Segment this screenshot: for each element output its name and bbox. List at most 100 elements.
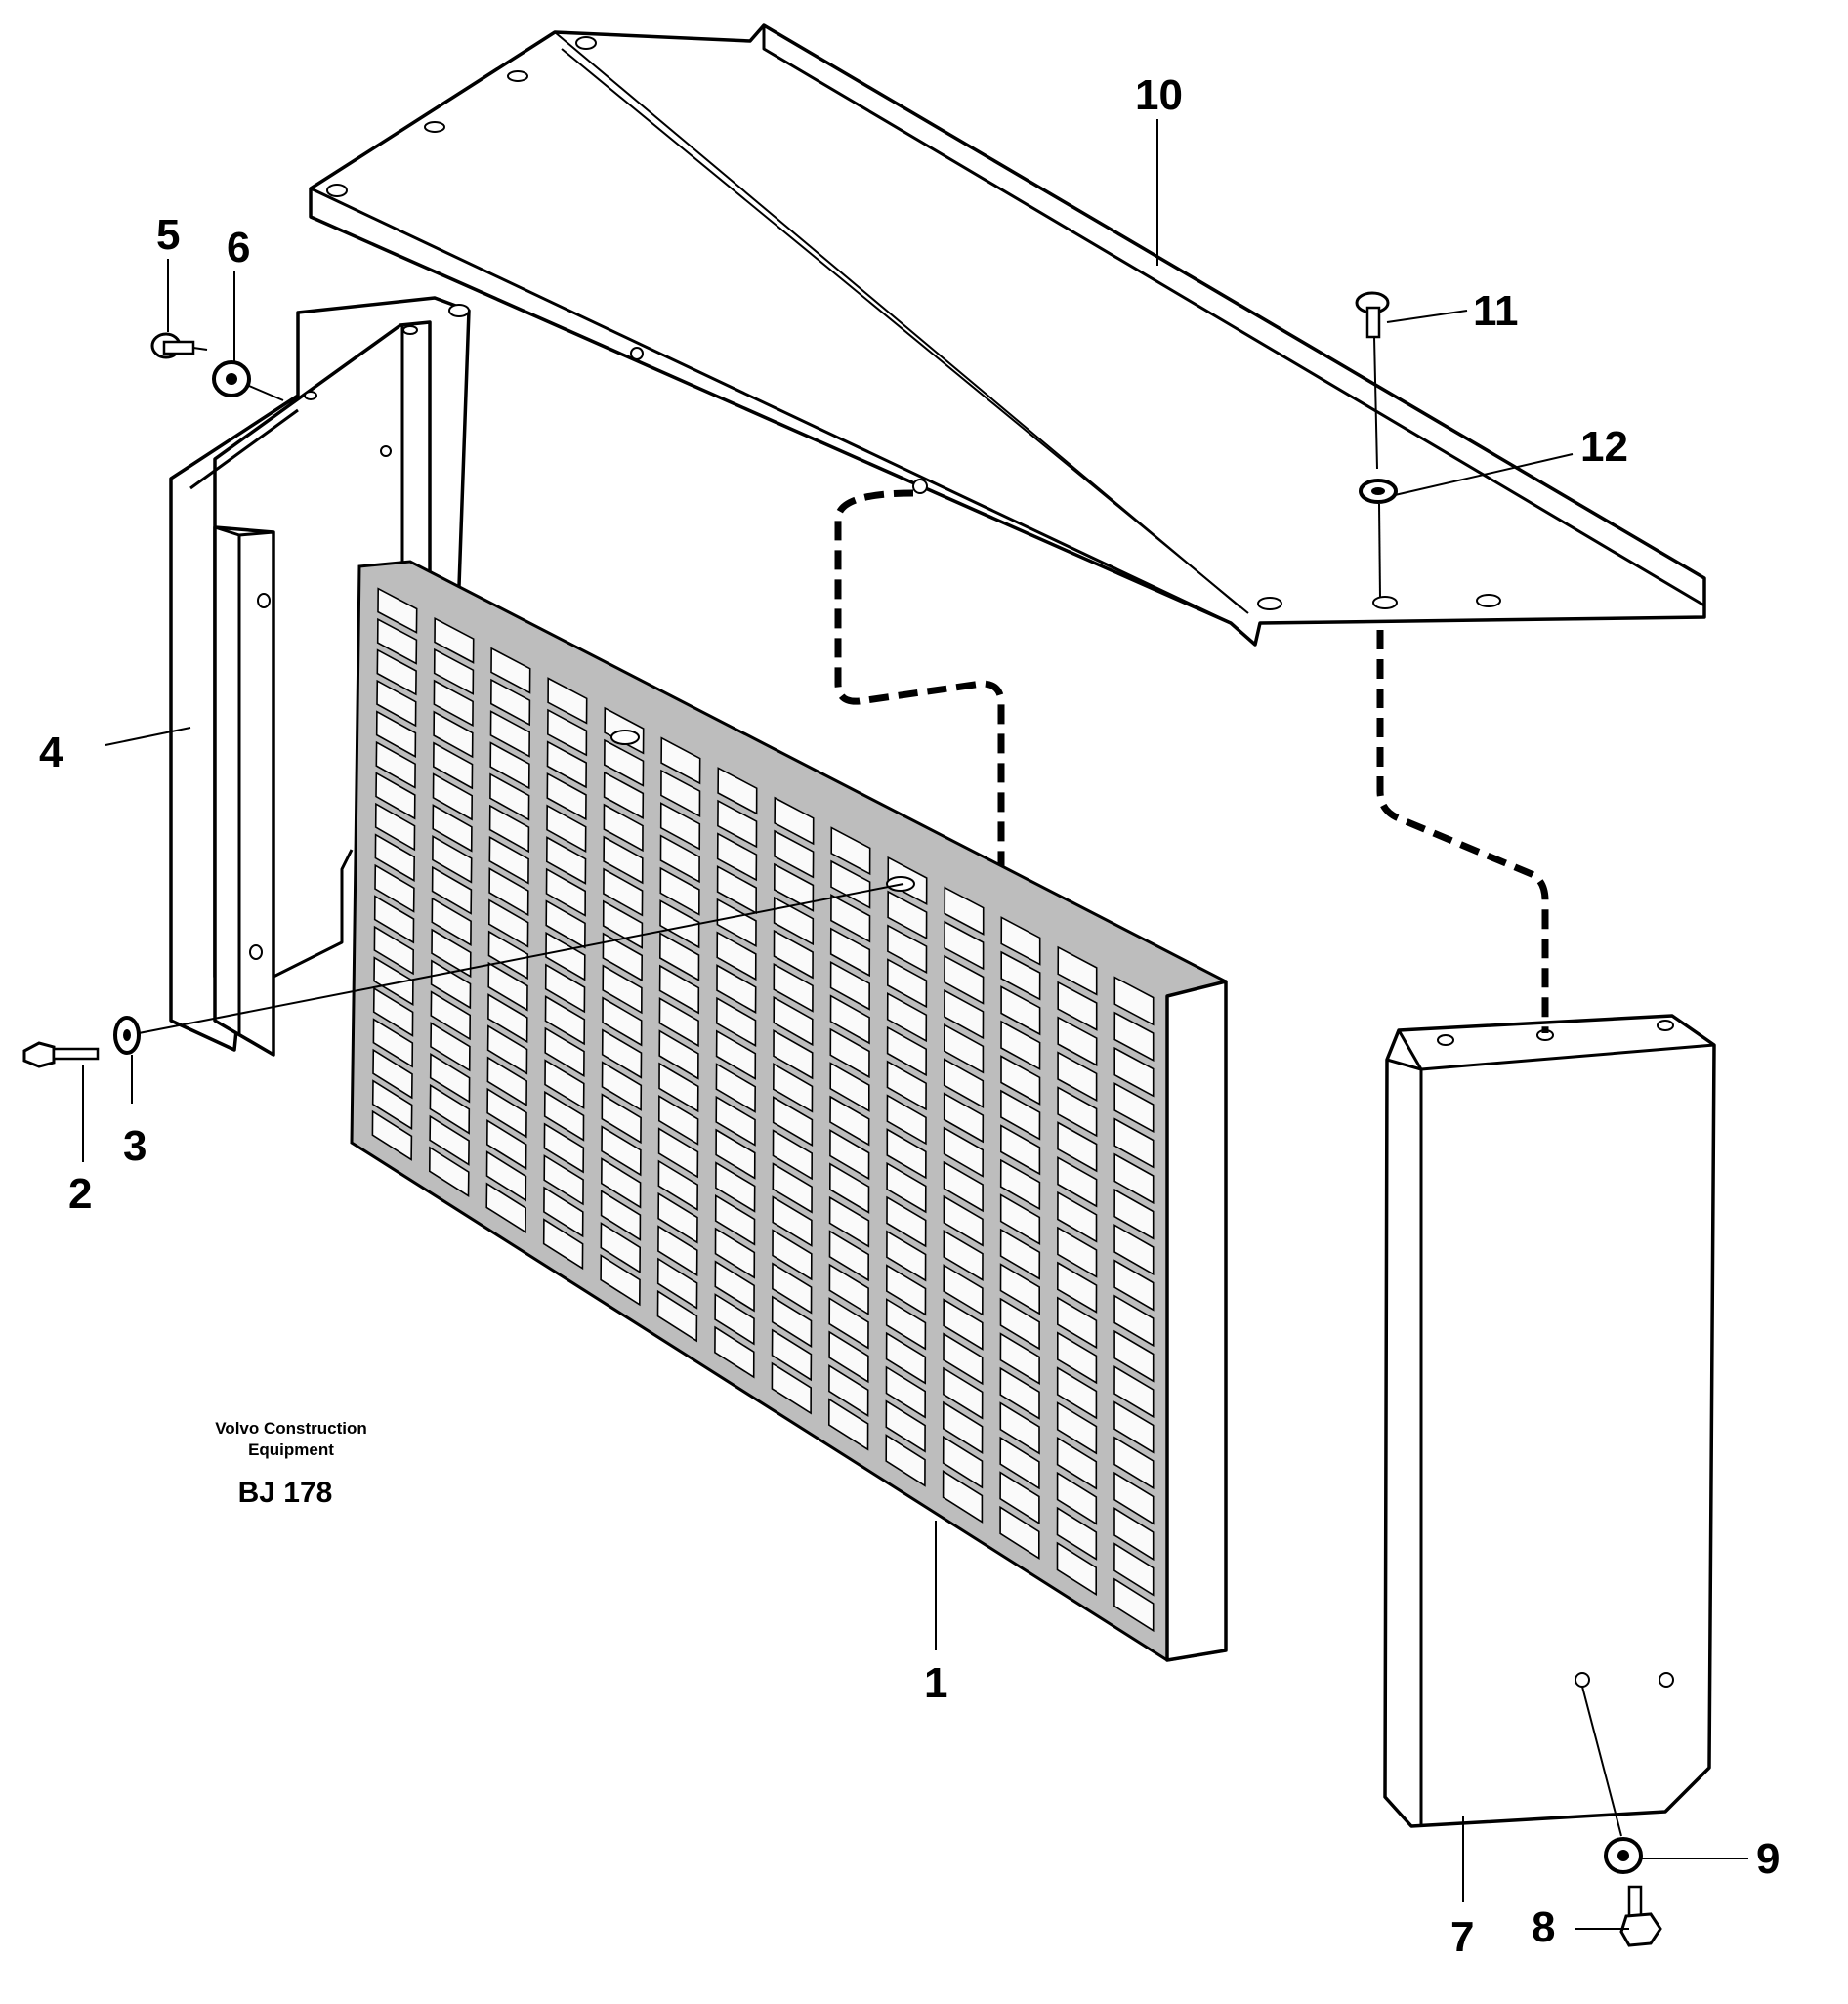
washer-12 — [1359, 479, 1398, 504]
grille-cell — [773, 896, 815, 946]
grille-cell — [1113, 1259, 1155, 1312]
grille-cell — [886, 1195, 927, 1248]
grille-cell — [546, 804, 587, 854]
grille-cell — [1113, 1577, 1155, 1633]
grille-cell — [486, 1087, 527, 1139]
grille-cell — [943, 1332, 984, 1386]
grille-cell — [657, 1225, 698, 1277]
grille-cell — [944, 954, 985, 1005]
grille-cell — [714, 1260, 755, 1313]
grille-cell — [999, 1124, 1041, 1176]
grille-cell — [485, 1150, 527, 1202]
grille-cell — [1056, 1471, 1098, 1525]
grille-cell — [377, 587, 418, 634]
grille-cell — [1057, 1051, 1098, 1103]
grille-cell — [600, 1254, 641, 1307]
grille-cell — [999, 1158, 1041, 1211]
grille-cell — [1113, 1188, 1155, 1240]
grille-cell — [658, 1029, 699, 1080]
grille-cell — [886, 992, 928, 1043]
callout-6: 6 — [227, 224, 250, 271]
grille-cell — [830, 894, 871, 943]
grille-cell — [1057, 1016, 1098, 1066]
grille-cell — [371, 1079, 413, 1131]
grille-cell — [772, 1063, 814, 1113]
grille-cell — [1057, 1226, 1098, 1278]
grille-cell — [1113, 976, 1155, 1026]
grille-cell — [885, 1365, 927, 1419]
grille-cell — [544, 1059, 585, 1109]
grille-cell — [602, 996, 643, 1047]
grille-cell — [432, 741, 474, 790]
grille-cell — [601, 1061, 643, 1111]
grille-cell — [543, 1186, 584, 1238]
grille-cell — [1057, 1331, 1098, 1385]
grille-cell — [885, 1331, 927, 1385]
grille-cell — [603, 771, 645, 819]
grille-cell — [829, 1095, 870, 1147]
grille-cell — [1113, 1364, 1155, 1419]
grille-cell — [657, 1159, 699, 1212]
grille-cell — [771, 1295, 813, 1348]
grille-cell — [1057, 981, 1098, 1031]
grille-cell — [658, 997, 699, 1048]
grille-cell — [714, 1193, 756, 1246]
grille-cell — [828, 1363, 869, 1417]
grille-cell — [375, 772, 416, 820]
callout-9: 9 — [1756, 1835, 1780, 1883]
washer-9 — [1604, 1837, 1643, 1874]
grille-cell — [716, 832, 758, 882]
grille-cell — [431, 865, 473, 915]
side-bracket — [169, 296, 471, 1057]
grille-cell — [886, 1161, 927, 1214]
grille-cell — [999, 1401, 1040, 1455]
grille-cell — [429, 1083, 471, 1135]
grille-cell — [603, 835, 644, 885]
top-cover-plate — [309, 23, 1706, 647]
grille-cell — [942, 1400, 984, 1455]
grille-cell — [656, 1257, 698, 1310]
grille — [350, 560, 1228, 1662]
grille-cell — [715, 1095, 756, 1147]
caption-manufacturer: Volvo Construction — [215, 1419, 367, 1438]
grille-cell — [432, 835, 473, 884]
grille-cell — [944, 988, 985, 1040]
grille-cell — [1113, 1294, 1155, 1348]
callout-8: 8 — [1532, 1903, 1555, 1951]
grille-cell — [659, 866, 700, 916]
grille-cell — [943, 1160, 984, 1213]
grille-cell — [1000, 916, 1041, 966]
grille-cell — [431, 897, 472, 946]
callout-11: 11 — [1473, 287, 1519, 335]
grille-cell — [603, 738, 645, 787]
grille-cell — [486, 1056, 528, 1107]
grille-cell — [944, 920, 985, 971]
grille-cell — [603, 867, 644, 917]
grille-cell — [544, 963, 586, 1014]
grille-cell — [772, 1229, 813, 1281]
grille-cell — [376, 617, 418, 665]
grille-cell — [1113, 1046, 1155, 1098]
grille-cell — [1056, 1506, 1098, 1561]
grille-cell — [773, 929, 814, 980]
grille-cell — [886, 1094, 927, 1146]
grille-cell — [999, 1193, 1041, 1245]
grille-cell — [829, 1129, 870, 1181]
grille-cell — [487, 930, 529, 981]
grille-cell — [829, 1027, 870, 1079]
grille-cell — [372, 1018, 414, 1068]
grille-cell — [999, 1505, 1040, 1560]
grille-cell — [543, 1122, 585, 1174]
grille-cell — [771, 1361, 813, 1415]
grille-cell — [428, 1146, 470, 1197]
caption-equipment: Equipment — [248, 1440, 334, 1459]
grille-cell — [828, 1195, 870, 1248]
grille-cell — [1113, 1011, 1155, 1063]
grille-cell — [717, 767, 758, 815]
grille-cell — [545, 899, 586, 949]
grille-cell — [773, 862, 815, 912]
grille-cell — [999, 1366, 1040, 1420]
grille-cell — [716, 964, 757, 1014]
grille-cell — [999, 1471, 1040, 1525]
